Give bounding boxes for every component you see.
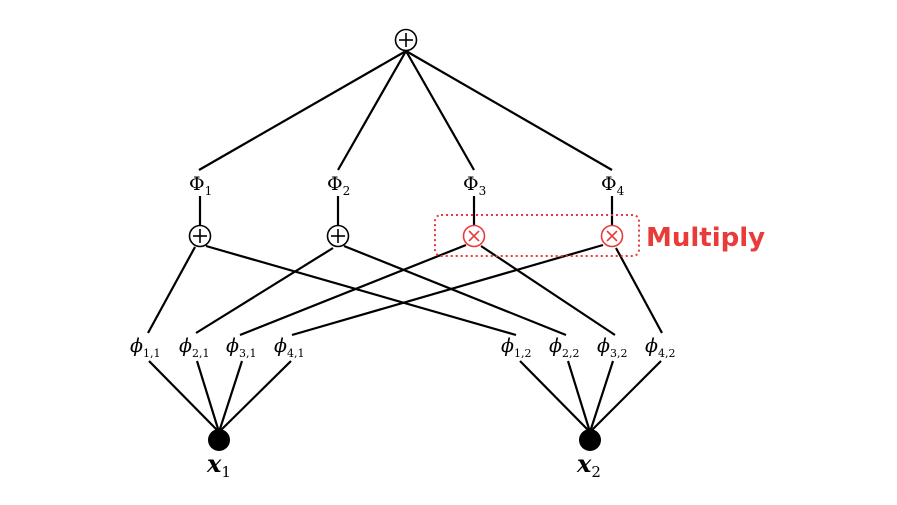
phi-label-3-2-sub: 3,2 [610,347,628,360]
edge-phi22-to-x2 [566,360,592,433]
edge-phi31-to-x1 [217,360,244,433]
Phi-label-1-base: Φ [189,173,205,195]
edge-sum-to-Phi4 [405,50,613,171]
phi-label-1-1-base: ϕ [130,335,143,357]
Phi-label-2: Φ2 [327,173,350,198]
op-node-4-product [600,224,624,248]
phi-label-3-2: ϕ3,2 [597,335,627,360]
edge-phi21-to-x1 [195,360,221,433]
phi-label-1-2: ϕ1,2 [501,335,531,360]
input-node-x2 [579,429,601,451]
phi-label-1-2-sub: 1,2 [514,347,532,360]
input-label-x2-sub: 2 [591,463,601,481]
Phi-label-3-base: Φ [463,173,479,195]
multiply-callout-label: Multiply [646,223,765,253]
input-label-x2: x2 [576,449,601,481]
phi-label-1-1: ϕ1,1 [130,335,160,360]
phi-label-2-1: ϕ2,1 [179,335,209,360]
input-node-x1 [208,429,230,451]
op-node-2-sum [326,224,350,248]
phi-label-2-1-base: ϕ [179,335,192,357]
edge-op1-to-phi12 [205,244,517,337]
phi-label-4-2-sub: 4,2 [658,347,676,360]
input-label-x1-base: x [206,449,222,478]
phi-label-3-1-sub: 3,1 [239,347,257,360]
edge-op3-to-phi32 [480,245,616,336]
Phi-label-1-sub: 1 [205,184,213,198]
edge-op1-to-phi11 [147,246,196,334]
phi-label-2-2-sub: 2,2 [562,347,580,360]
phi-to-input-edges [148,360,662,433]
phi-label-2-1-sub: 2,1 [192,347,210,360]
Phi-label-1: Φ1 [189,173,212,198]
edge-op3-to-phi31 [239,243,467,337]
edge-op2-to-phi22 [343,244,567,337]
edge-phi32-to-x2 [588,360,615,433]
phi-to-op-edges [198,196,614,225]
multiply-highlight-box [434,214,640,257]
edge-sum-to-Phi1 [198,50,407,171]
edge-op4-to-phi42 [615,247,663,334]
Phi-label-3-sub: 3 [479,184,487,198]
edge-phi11-to-x1 [148,360,220,433]
Phi-label-2-base: Φ [327,173,343,195]
op-node-1-sum [188,224,212,248]
phi-label-4-1: ϕ4,1 [274,335,304,360]
phi-label-4-2: ϕ4,2 [645,335,675,360]
phi-label-2-2: ϕ2,2 [549,335,579,360]
phi-label-1-2-base: ϕ [501,335,514,357]
edge-phi12-to-x2 [519,360,591,433]
phi-label-4-1-base: ϕ [274,335,287,357]
input-label-x2-base: x [576,449,592,478]
edge-phi42-to-x2 [589,360,662,433]
phi-label-2-2-base: ϕ [549,335,562,357]
Phi-label-4: Φ4 [601,173,625,198]
edge-phi41-to-x1 [218,360,292,433]
op-node-3-product [462,224,486,248]
phi-labels: ϕ1,1 ϕ2,1 ϕ3,1 ϕ4,1 ϕ1,2 ϕ2,2 ϕ3,2 ϕ4,2 [130,335,675,360]
edge-sum-to-Phi2 [337,50,407,171]
phi-label-1-1-sub: 1,1 [143,347,161,360]
edge-sum-to-Phi3 [405,50,475,171]
edge-op2-to-phi21 [195,247,334,334]
phi-label-3-1: ϕ3,1 [226,335,256,360]
input-label-x1: x1 [206,449,231,481]
Phi-labels: Φ1 Φ2 Φ3 Φ4 [189,173,625,198]
Phi-label-2-sub: 2 [343,184,351,198]
op-to-phi-edges [147,243,663,337]
output-sum-node [394,28,418,52]
Phi-label-4-sub: 4 [617,184,625,198]
Phi-label-3: Φ3 [463,173,486,198]
Phi-label-4-base: Φ [601,173,617,195]
phi-label-3-1-base: ϕ [226,335,239,357]
phi-label-4-2-base: ϕ [645,335,658,357]
phi-label-4-1-sub: 4,1 [287,347,305,360]
phi-label-3-2-base: ϕ [597,335,610,357]
top-edges [198,50,613,171]
input-label-x1-sub: 1 [221,463,231,481]
edge-op4-to-phi41 [291,243,604,337]
